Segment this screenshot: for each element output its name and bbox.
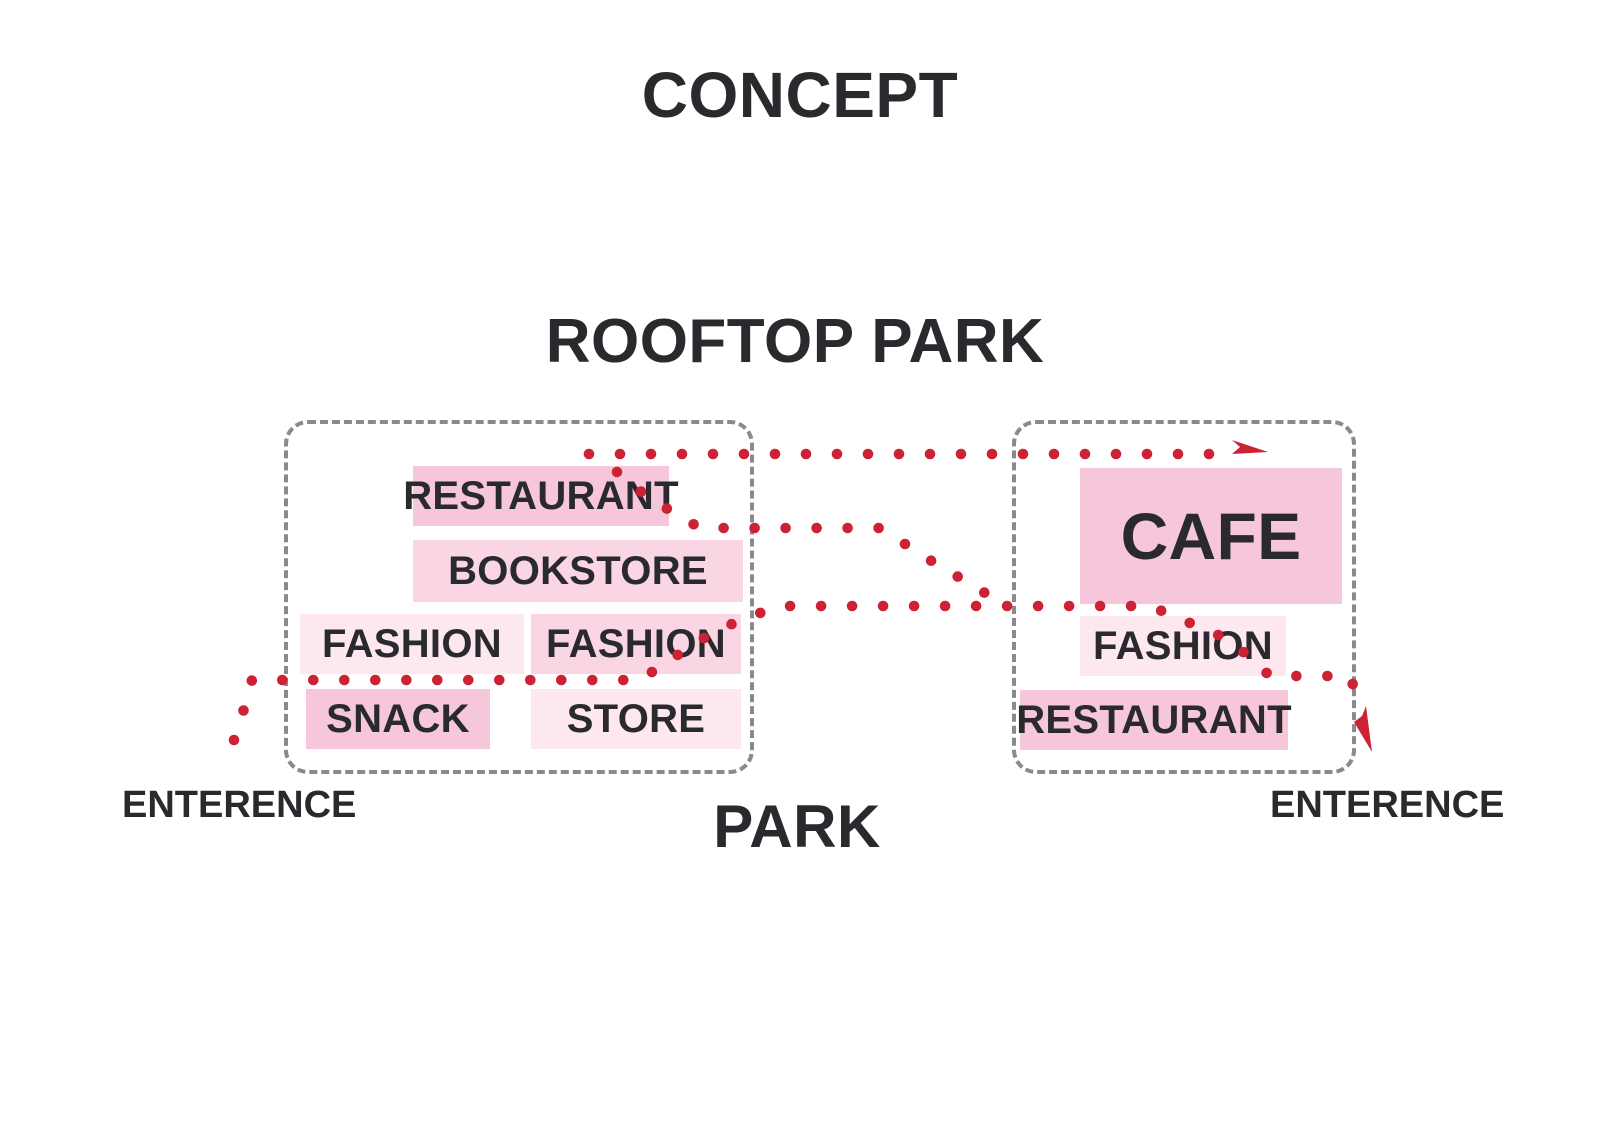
route-dot — [780, 522, 791, 534]
route-dot — [800, 448, 812, 460]
route-dot — [784, 600, 796, 612]
route-dot — [925, 555, 937, 566]
route-dot — [939, 600, 951, 612]
entrance-label-left: ENTERENCE — [122, 784, 357, 826]
route-dot — [924, 448, 936, 460]
route-dot — [815, 600, 827, 612]
concept-title: CONCEPT — [641, 59, 959, 131]
right-building-outline — [1012, 420, 1356, 774]
route-dot — [755, 607, 766, 619]
route-dot — [955, 448, 967, 460]
park-title: PARK — [713, 793, 881, 860]
route-dot — [1001, 600, 1013, 612]
route-dot — [970, 600, 982, 612]
room-store: STORE — [531, 689, 741, 749]
route-dot — [893, 448, 905, 460]
route-dot — [986, 448, 998, 460]
room-fashion-left-b: FASHION — [531, 614, 741, 674]
route-dot — [228, 734, 240, 746]
rooftop-park-title: ROOFTOP PARK — [545, 307, 1045, 376]
room-restaurant-left: RESTAURANT — [403, 466, 678, 526]
route-dot — [246, 675, 258, 686]
route-dot — [769, 448, 781, 460]
room-snack: SNACK — [306, 689, 490, 749]
route-dot — [899, 538, 911, 550]
room-fashion-left-a: FASHION — [300, 614, 524, 674]
left-building-outline — [284, 420, 754, 774]
room-cafe: CAFE — [1080, 468, 1342, 604]
route-dot — [979, 587, 990, 598]
route-dot — [811, 522, 822, 534]
route-dot — [842, 522, 853, 534]
room-bookstore: BOOKSTORE — [413, 540, 743, 602]
entrance-label-right: ENTERENCE — [1270, 784, 1505, 826]
route-dot — [846, 600, 858, 612]
route-arrow-right — [1354, 706, 1372, 752]
route-dot — [908, 600, 920, 612]
route-dot — [238, 705, 249, 716]
route-dot — [873, 522, 884, 534]
route-dot — [831, 448, 843, 460]
route-dot — [862, 448, 874, 460]
route-dot — [877, 600, 889, 612]
room-fashion-right: FASHION — [1080, 616, 1286, 676]
room-restaurant-right: RESTAURANT — [1016, 690, 1291, 750]
route-dot — [952, 571, 963, 582]
